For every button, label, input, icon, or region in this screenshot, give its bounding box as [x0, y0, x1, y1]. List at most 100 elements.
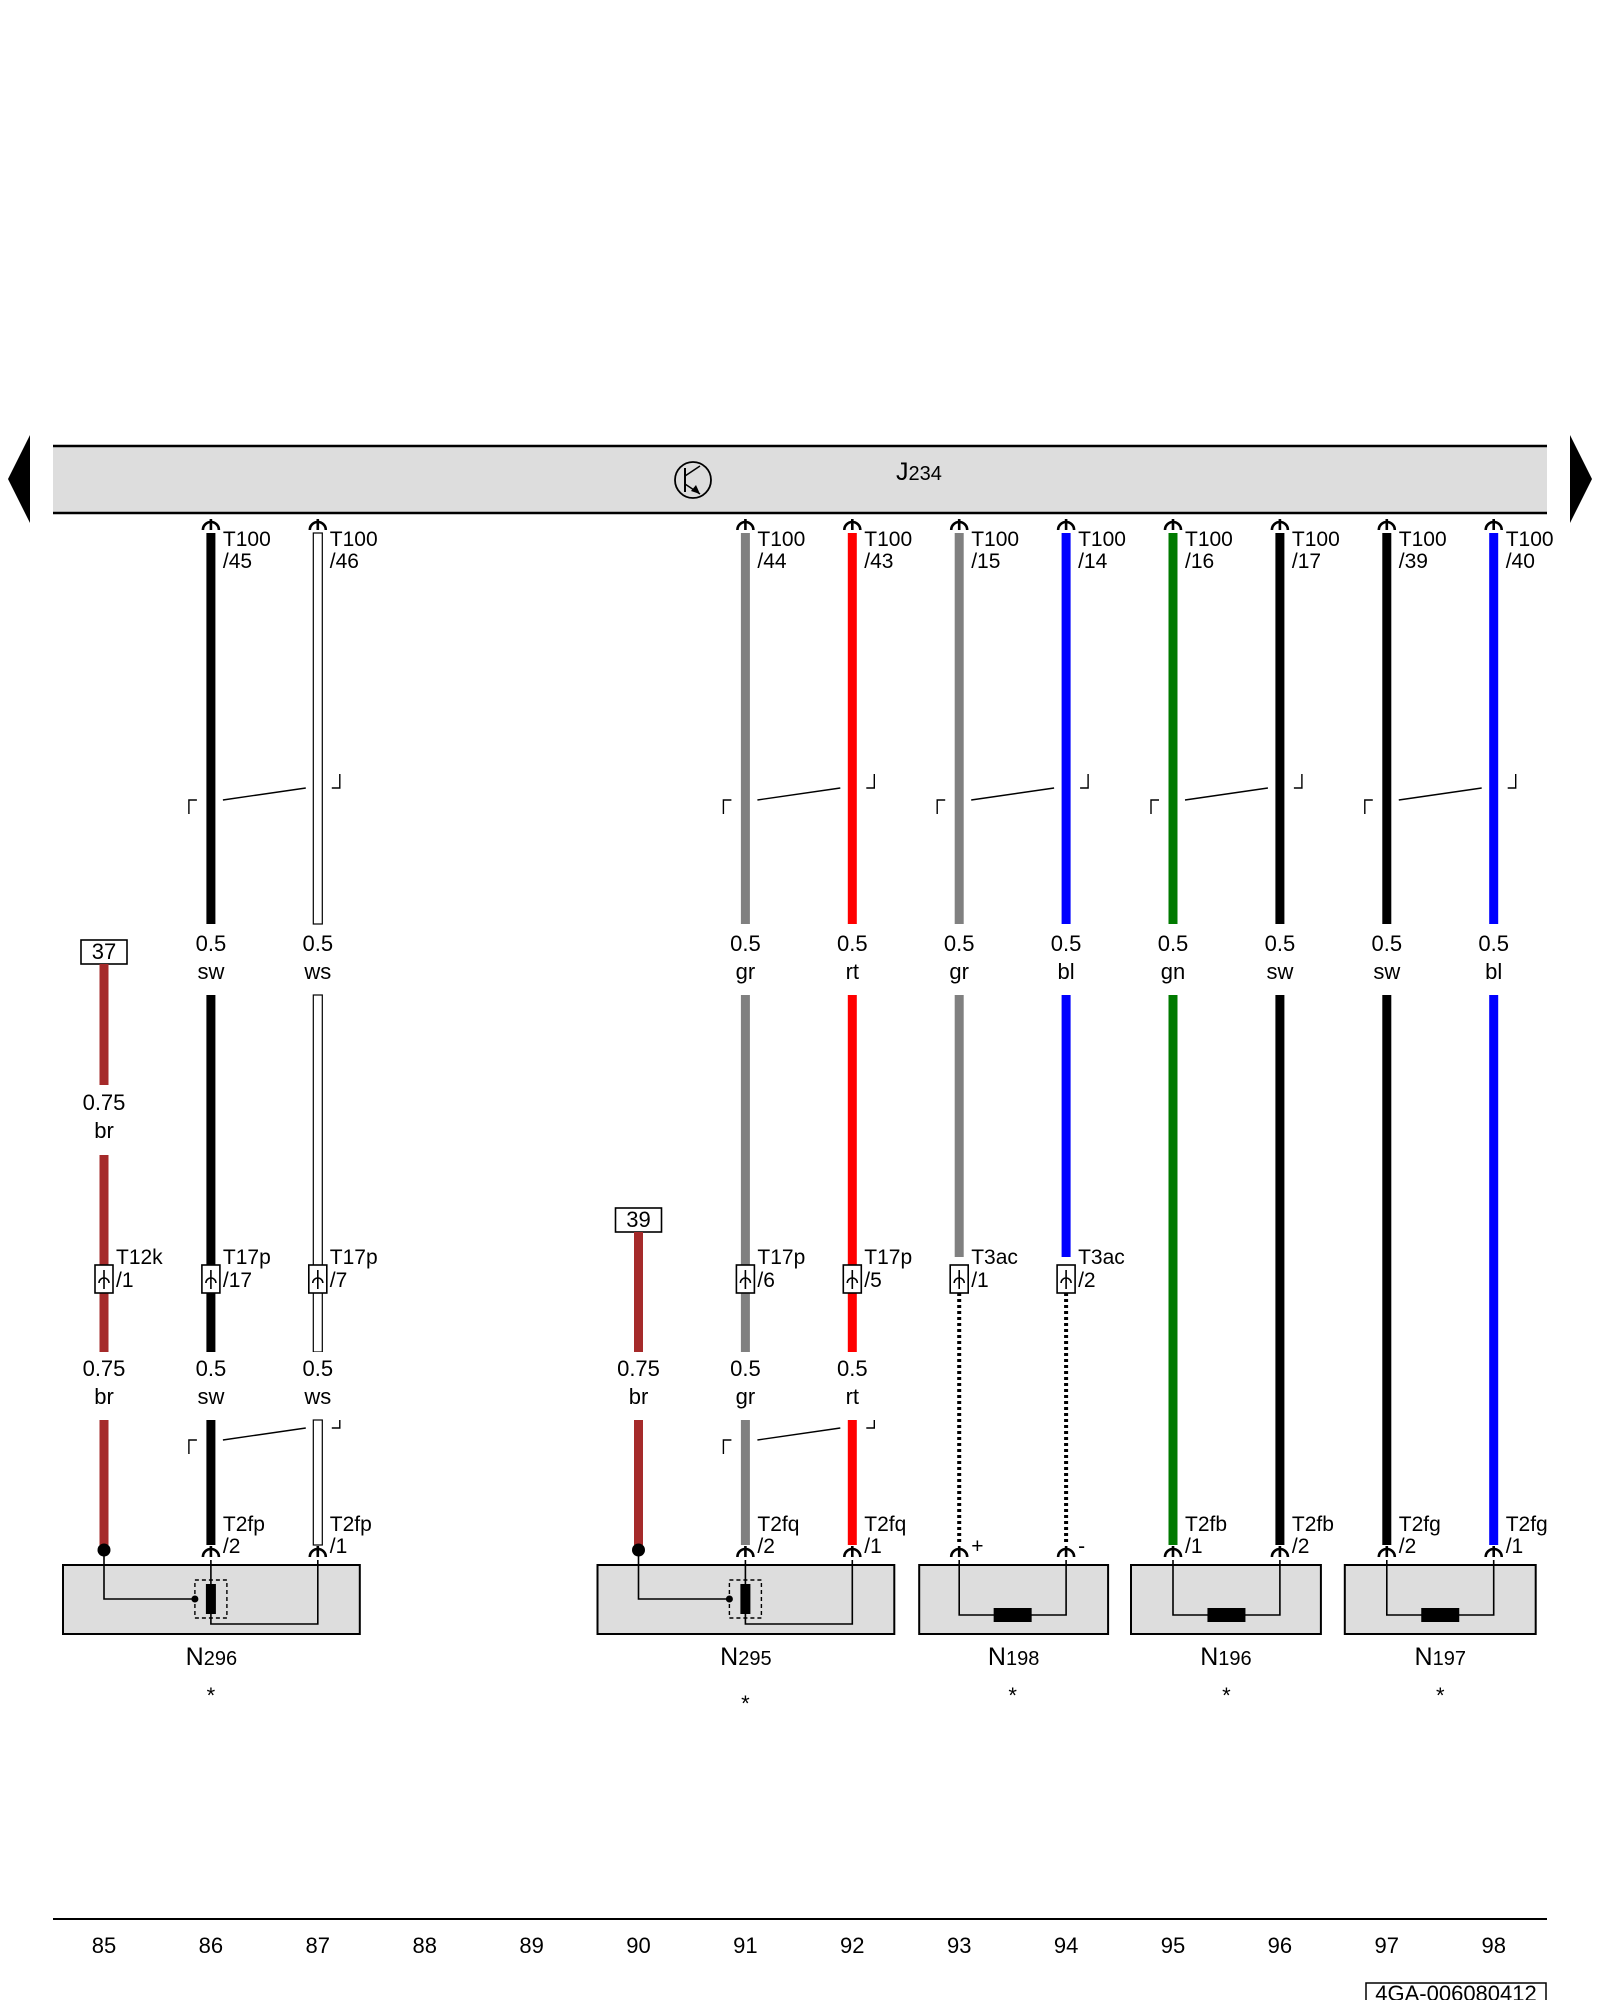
device-ref-line-N295 [637, 1550, 730, 1600]
wire-color-p86: sw [197, 959, 224, 984]
device-label-prefix-N198: N [988, 1643, 1006, 1671]
shield-upper-97 [1364, 774, 1517, 814]
device-lead-a-N198 [958, 1560, 995, 1616]
wire-upper-p93 [954, 533, 964, 924]
dev-pin-conn-d95: T2fb [1185, 1513, 1227, 1536]
pin-no-p96: /17 [1292, 550, 1321, 573]
dev-pin-conn-d87: T2fp [330, 1513, 372, 1536]
wire-upper-p97 [1382, 533, 1392, 924]
lower-size-lw90: 0.75 [617, 1356, 660, 1381]
column-number-89: 89 [519, 1933, 543, 1958]
dev-pin-no-d92: /1 [864, 1535, 882, 1558]
wire-lower-p87 [312, 994, 323, 1353]
shield-upper-91-line [757, 787, 841, 801]
device-label-prefix-N295: N [720, 1643, 738, 1671]
device-coil-N198 [993, 1608, 1032, 1622]
column-number-86: 86 [199, 1933, 223, 1958]
device-note-N196: * [1222, 1683, 1231, 1708]
dev-pin-no-d91: /2 [757, 1535, 775, 1558]
wire-size-p94: 0.5 [1051, 931, 1082, 956]
device-label-number-N197: 197 [1433, 1648, 1466, 1670]
mid-m92-color: rt [846, 1384, 859, 1409]
device-box-N198 [918, 1564, 1110, 1635]
shield-upper-91 [722, 774, 875, 814]
pin-conn-p93: T100 [971, 528, 1019, 551]
pin-no-p95: /16 [1185, 550, 1214, 573]
dev-pin-conn-d97: T2fg [1399, 1513, 1441, 1536]
wire-size-p86: 0.5 [196, 931, 227, 956]
shield-upper-95-bracket-r [1293, 774, 1303, 789]
column-number-93: 93 [947, 1933, 971, 1958]
device-label-prefix-N296: N [186, 1643, 204, 1671]
wire-ref-b-r37 [99, 1155, 109, 1352]
pin-conn-p91: T100 [757, 528, 805, 551]
device-lead-b-N295 [744, 1560, 854, 1625]
column-number-97: 97 [1375, 1933, 1399, 1958]
wire-size-p93: 0.5 [944, 931, 975, 956]
wire-size-p91: 0.5 [730, 931, 761, 956]
wire-size-ref-r37: 0.75 [83, 1090, 126, 1115]
wire-upper-p92 [847, 533, 857, 924]
wire-upper-p98 [1489, 533, 1499, 924]
device-lead-b-N296 [210, 1560, 319, 1625]
shield-lower-91-line [757, 1427, 841, 1441]
wire-lower-p94 [1061, 995, 1071, 1257]
device-label-number-N296: 296 [204, 1648, 237, 1670]
wire-size-p95: 0.5 [1158, 931, 1189, 956]
column-number-94: 94 [1054, 1933, 1078, 1958]
mid-m85-color: br [94, 1384, 114, 1409]
wire-lower-p97 [1382, 995, 1392, 1545]
mid-conn-name-m87: T17p [330, 1246, 378, 1269]
shield-upper-93 [936, 774, 1089, 814]
mid-conn-name-m85: T12k [116, 1246, 163, 1269]
column-number-96: 96 [1268, 1933, 1292, 1958]
shield-upper-95-bracket-l [1150, 799, 1159, 814]
column-number-92: 92 [840, 1933, 864, 1958]
wire-ref-r37 [99, 964, 109, 1085]
mid-m87-gap [287, 1352, 348, 1420]
wire-size-p98: 0.5 [1478, 931, 1509, 956]
dev-pin-no-d96: /2 [1292, 1535, 1310, 1558]
triangle-left-icon[interactable] [8, 435, 30, 523]
shield-upper-91-bracket-l [722, 799, 732, 814]
device-label-N196: N196 [1200, 1643, 1251, 1671]
pin-conn-p86: T100 [223, 528, 271, 551]
pin-conn-p95: T100 [1185, 528, 1233, 551]
wire-size-p92: 0.5 [837, 931, 868, 956]
pin-conn-p94: T100 [1078, 528, 1126, 551]
column-number-90: 90 [626, 1933, 650, 1958]
dev-pin-sign-d94: - [1078, 1535, 1085, 1558]
device-label-number-N295: 295 [738, 1648, 771, 1670]
mid-m86-size: 0.5 [196, 1356, 227, 1381]
dev-pin-conn-d86: T2fp [223, 1513, 265, 1536]
pin-conn-p98: T100 [1506, 528, 1554, 551]
wire-size-p87: 0.5 [303, 931, 334, 956]
mid-conn-pin-m86: /17 [223, 1269, 252, 1292]
mid-m87-color: ws [303, 1384, 331, 1409]
wire-lower-p96 [1275, 995, 1285, 1545]
mid-conn-pin-m91: /6 [757, 1269, 775, 1292]
wire-lower-p93 [954, 995, 964, 1257]
wire-bottom-m85 [99, 1420, 109, 1545]
device-lead-b-N196 [1244, 1560, 1281, 1616]
wire-upper-p96 [1275, 533, 1285, 924]
wire-lower-p95 [1168, 995, 1178, 1545]
column-number-91: 91 [733, 1933, 757, 1958]
wire-upper-p86 [206, 533, 216, 924]
pin-conn-p96: T100 [1292, 528, 1340, 551]
shield-upper-95 [1150, 774, 1303, 814]
triangle-right-icon[interactable] [1570, 435, 1592, 523]
mid-conn-pin-m85: /1 [116, 1269, 134, 1292]
wire-lower-p91 [740, 995, 750, 1352]
device-coil-N296 [205, 1584, 216, 1614]
shield-upper-86 [188, 774, 341, 814]
mid-conn-pin-m94: /2 [1078, 1269, 1096, 1292]
shield-upper-86-line [222, 787, 306, 801]
wire-bottom-m91 [740, 1420, 750, 1545]
wire-color-p98: bl [1485, 959, 1502, 984]
doc-id: 4GA-006080412 [1375, 1981, 1536, 2000]
ref-box-r39 [614, 1207, 663, 1233]
device-label-N296: N296 [186, 1643, 237, 1671]
shield-upper-97-bracket-r [1507, 774, 1517, 789]
mid-m91-size: 0.5 [730, 1356, 761, 1381]
